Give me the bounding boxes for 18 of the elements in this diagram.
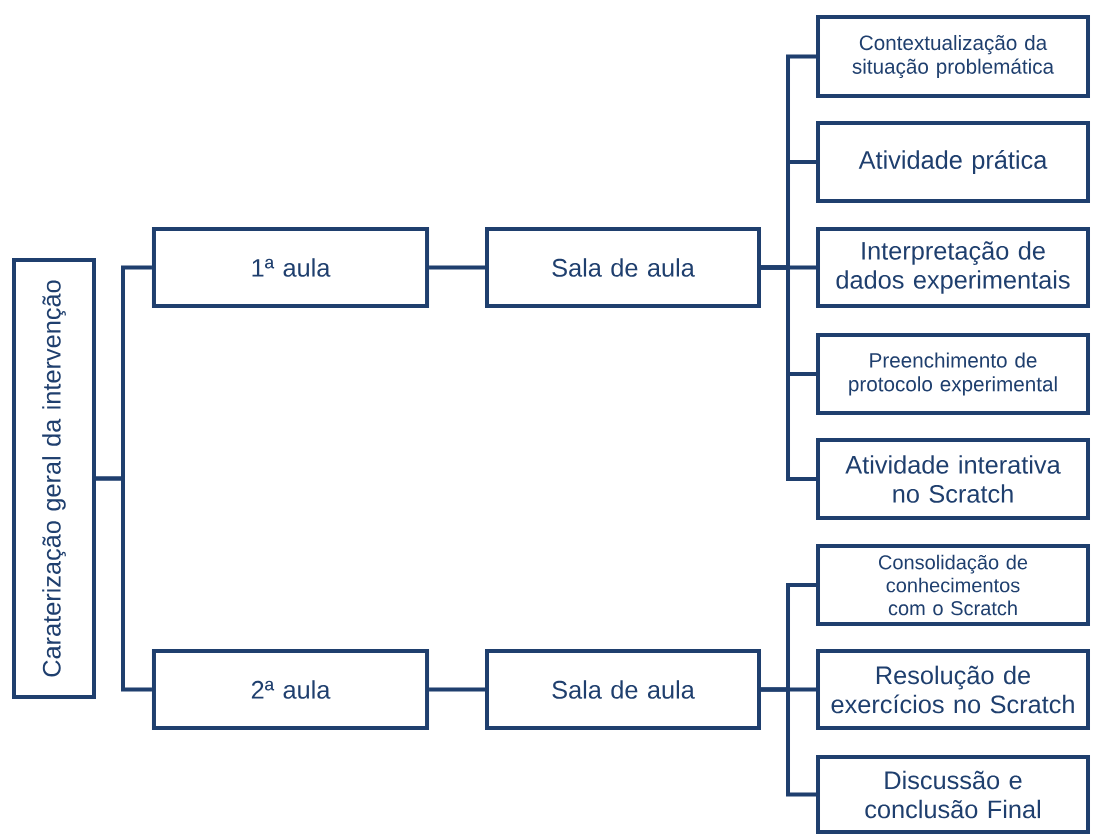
vertical-box: Caraterização geral da intervenção xyxy=(12,257,96,700)
box: Preenchimento de protocolo experimental xyxy=(816,333,1090,415)
box: Contextualização da situação problemática xyxy=(816,15,1090,98)
box: Consolidação de conhecimentos com o Scratch xyxy=(816,544,1090,626)
box: 2ª aula xyxy=(151,649,430,731)
box: Atividade prática xyxy=(816,121,1090,203)
box: 1ª aula xyxy=(151,226,430,309)
box: Atividade interativa no Scratch xyxy=(816,438,1090,520)
connector-line xyxy=(429,687,485,692)
box: Resolução de exercícios no Scratch xyxy=(816,649,1090,731)
connector-line xyxy=(96,476,152,692)
box: Discussão e conclusão Final xyxy=(816,755,1090,834)
box: Sala de aula xyxy=(485,226,761,309)
box: Interpretação de dados experimentais xyxy=(816,226,1090,309)
connector-line xyxy=(761,687,816,797)
connector-line xyxy=(761,265,816,481)
box: Sala de aula xyxy=(485,649,761,731)
connector-line xyxy=(429,265,485,270)
